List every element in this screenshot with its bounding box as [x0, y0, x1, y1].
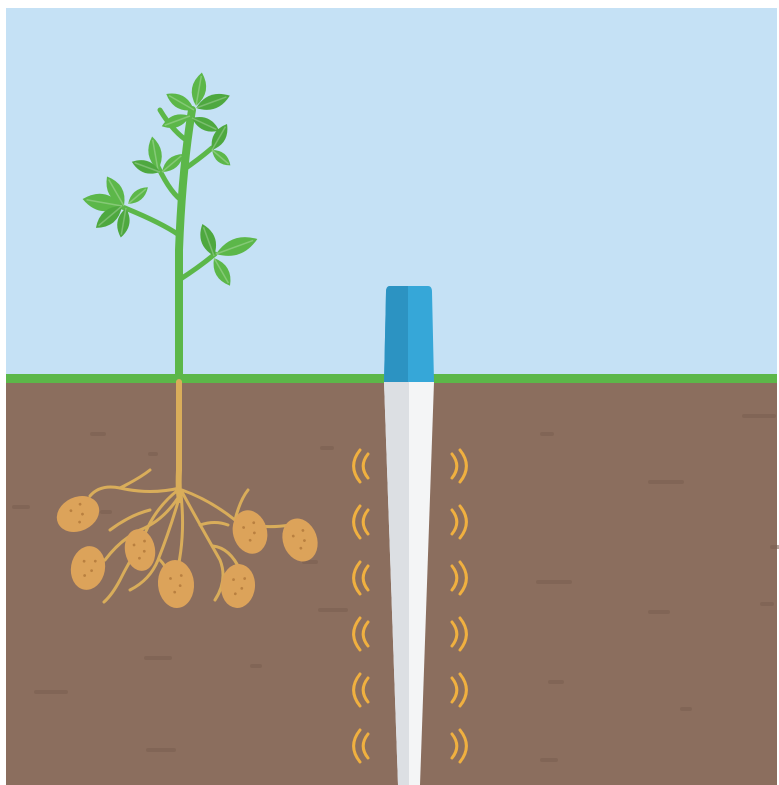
soil-speck [770, 545, 779, 549]
sensor-cap-shade [384, 286, 408, 382]
soil-speck [148, 452, 158, 456]
soil-speck [34, 690, 68, 694]
soil-speck [648, 480, 684, 484]
soil-speck [90, 432, 106, 436]
soil-speck [146, 748, 176, 752]
soil-speck [250, 664, 262, 668]
soil-speck [540, 432, 554, 436]
soil-speck [12, 505, 30, 509]
soil-speck [144, 656, 172, 660]
soil-speck [100, 510, 112, 514]
soil-speck [760, 602, 774, 606]
soil-speck [320, 446, 334, 450]
soil-speck [648, 610, 670, 614]
soil-speck [318, 608, 348, 612]
soil-speck [540, 758, 558, 762]
soil-speck [536, 580, 572, 584]
soil-speck [742, 414, 776, 418]
soil-speck [680, 707, 692, 711]
main-root [179, 382, 180, 500]
soil-speck [548, 680, 564, 684]
